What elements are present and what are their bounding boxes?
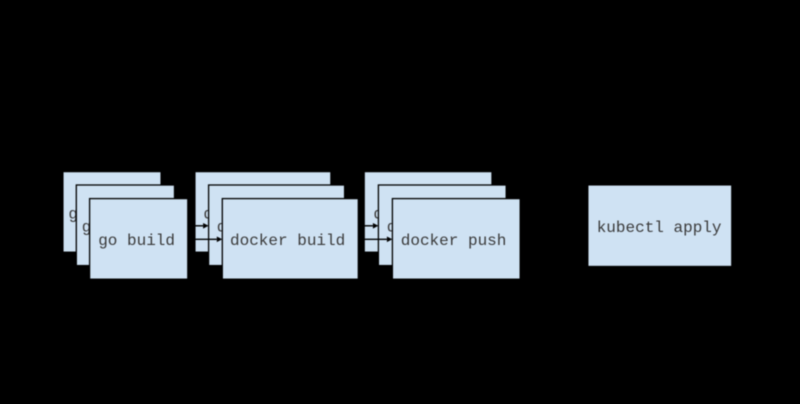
svg-text:kubectl apply: kubectl apply [597,219,722,237]
svg-text:docker build: docker build [230,232,345,250]
svg-text:docker push: docker push [401,232,507,250]
svg-text:go build: go build [98,232,175,250]
